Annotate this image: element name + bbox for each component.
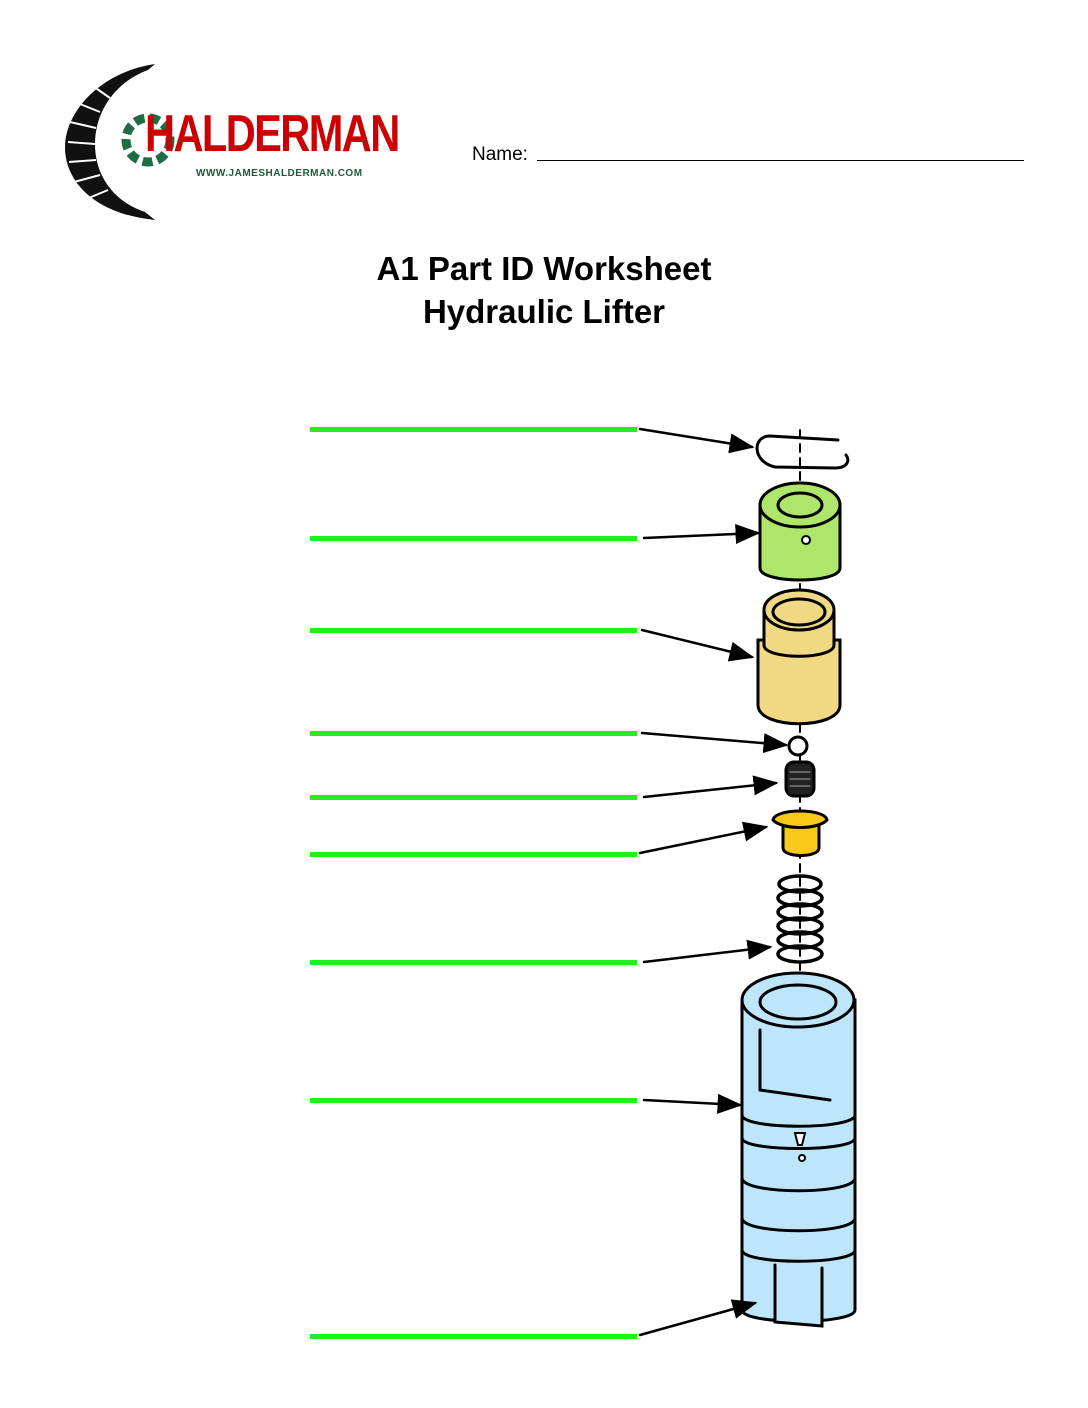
check-ball <box>787 735 809 757</box>
answer-line-2[interactable] <box>310 536 637 541</box>
answer-line-1[interactable] <box>310 427 637 432</box>
answer-line-6[interactable] <box>310 852 637 857</box>
plunger <box>756 588 842 726</box>
tire-logo-icon <box>65 64 175 220</box>
name-field[interactable] <box>537 160 1024 161</box>
answer-line-8[interactable] <box>310 1098 637 1103</box>
answer-line-9[interactable] <box>310 1334 637 1339</box>
roller <box>773 1263 824 1328</box>
page-title: A1 Part ID Worksheet <box>376 250 712 287</box>
plunger-spring <box>776 874 824 964</box>
lifter-body <box>740 971 857 1328</box>
logo-url: WWW.JAMESHALDERMAN.COM <box>196 168 363 179</box>
name-label: Name: <box>472 144 528 165</box>
answer-line-5[interactable] <box>310 795 637 800</box>
answer-line-3[interactable] <box>310 628 637 633</box>
pushrod-seat <box>758 481 842 582</box>
answer-line-4[interactable] <box>310 731 637 736</box>
check-ball-retainer <box>771 809 829 857</box>
page-subtitle: Hydraulic Lifter <box>422 293 666 330</box>
logo-brand: HALDERMAN <box>145 105 400 163</box>
answer-line-7[interactable] <box>310 960 637 965</box>
check-ball-spring <box>784 760 816 798</box>
retainer-clip <box>755 434 850 470</box>
